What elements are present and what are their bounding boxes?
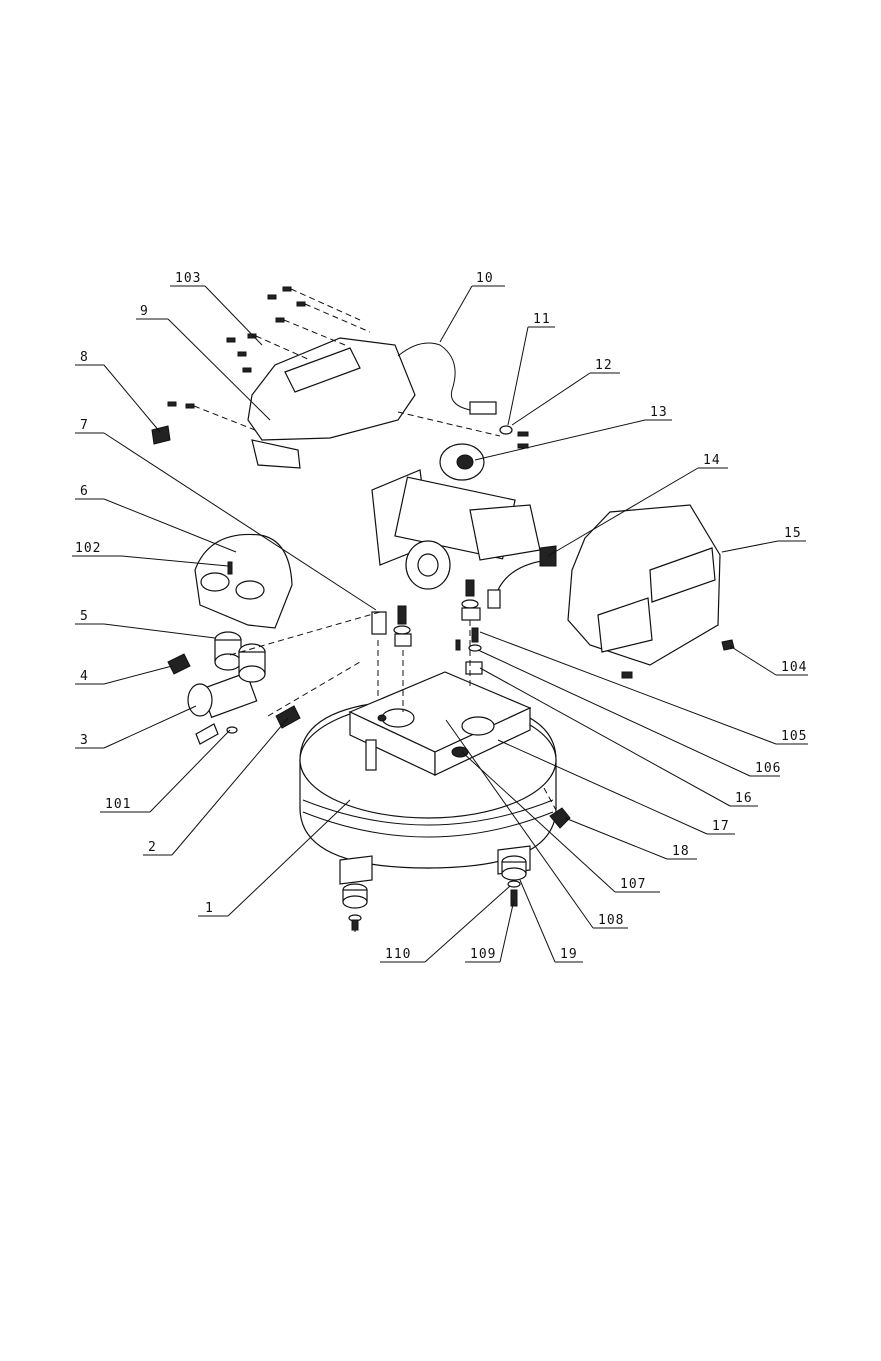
callout-2: 2 [143, 718, 288, 855]
front-shroud [152, 338, 415, 468]
callout-label: 16 [735, 791, 753, 806]
callout-leader [104, 706, 196, 748]
callout-label: 12 [595, 358, 613, 373]
callout-leader [475, 420, 645, 460]
callout-leader [172, 718, 288, 855]
callout-leader [565, 818, 667, 859]
callout-label: 9 [140, 304, 149, 319]
callout-leader [150, 730, 230, 812]
callout-label: 4 [80, 669, 89, 684]
callout-10: 10 [440, 271, 505, 342]
callout-label: 2 [148, 840, 157, 855]
callout-109: 109 [465, 900, 514, 962]
callout-leader [104, 624, 215, 638]
foot-assembly-right [502, 856, 526, 906]
callout-label: 17 [712, 819, 730, 834]
callout-label: 106 [755, 761, 781, 776]
callout-label: 15 [784, 526, 802, 541]
pump-fasteners [456, 580, 482, 690]
callout-11: 11 [508, 312, 555, 425]
callout-leader [228, 800, 350, 916]
callout-leader [104, 499, 236, 552]
callout-12: 12 [512, 358, 620, 425]
callout-label: 107 [620, 877, 646, 892]
callout-5: 5 [75, 609, 215, 638]
callout-9: 9 [136, 304, 270, 420]
callout-label: 3 [80, 733, 89, 748]
callout-label: 103 [175, 271, 201, 286]
motor-pump-assembly [372, 444, 540, 589]
callout-label: 14 [703, 453, 721, 468]
callout-label: 7 [80, 418, 89, 433]
callout-label: 18 [672, 844, 690, 859]
callout-label: 5 [80, 609, 89, 624]
callout-15: 15 [722, 526, 806, 552]
callout-label: 104 [781, 660, 807, 675]
callout-leader [730, 646, 776, 675]
callout-18: 18 [565, 818, 697, 859]
callout-leader [205, 286, 262, 345]
callout-leader [520, 880, 555, 962]
callout-label: 109 [470, 947, 496, 962]
callout-label: 8 [80, 350, 89, 365]
callout-label: 101 [105, 797, 131, 812]
callout-label: 108 [598, 913, 624, 928]
power-cord [398, 343, 528, 448]
callout-label: 11 [533, 312, 551, 327]
callout-label: 110 [385, 947, 411, 962]
foot-assembly-left [343, 884, 367, 932]
callout-label: 105 [781, 729, 807, 744]
callout-3: 3 [75, 706, 196, 748]
callout-label: 19 [560, 947, 578, 962]
callout-leader [104, 365, 160, 432]
callout-4: 4 [75, 666, 172, 684]
rear-housing [568, 505, 734, 678]
gauge-shroud [195, 534, 292, 628]
callout-leader [500, 900, 514, 962]
callout-19: 19 [520, 880, 583, 962]
callout-label: 10 [476, 271, 494, 286]
callout-leader [722, 541, 778, 552]
callout-leader [440, 286, 472, 342]
callout-label: 1 [205, 901, 214, 916]
callout-label: 13 [650, 405, 668, 420]
callout-104: 104 [730, 646, 808, 675]
callout-label: 6 [80, 484, 89, 499]
callout-label: 102 [75, 541, 101, 556]
callout-leader [508, 327, 528, 425]
callout-leader [425, 886, 510, 962]
callout-101: 101 [100, 730, 230, 812]
air-tank [300, 672, 556, 884]
callout-leader [512, 373, 590, 425]
callout-leader [104, 666, 172, 684]
